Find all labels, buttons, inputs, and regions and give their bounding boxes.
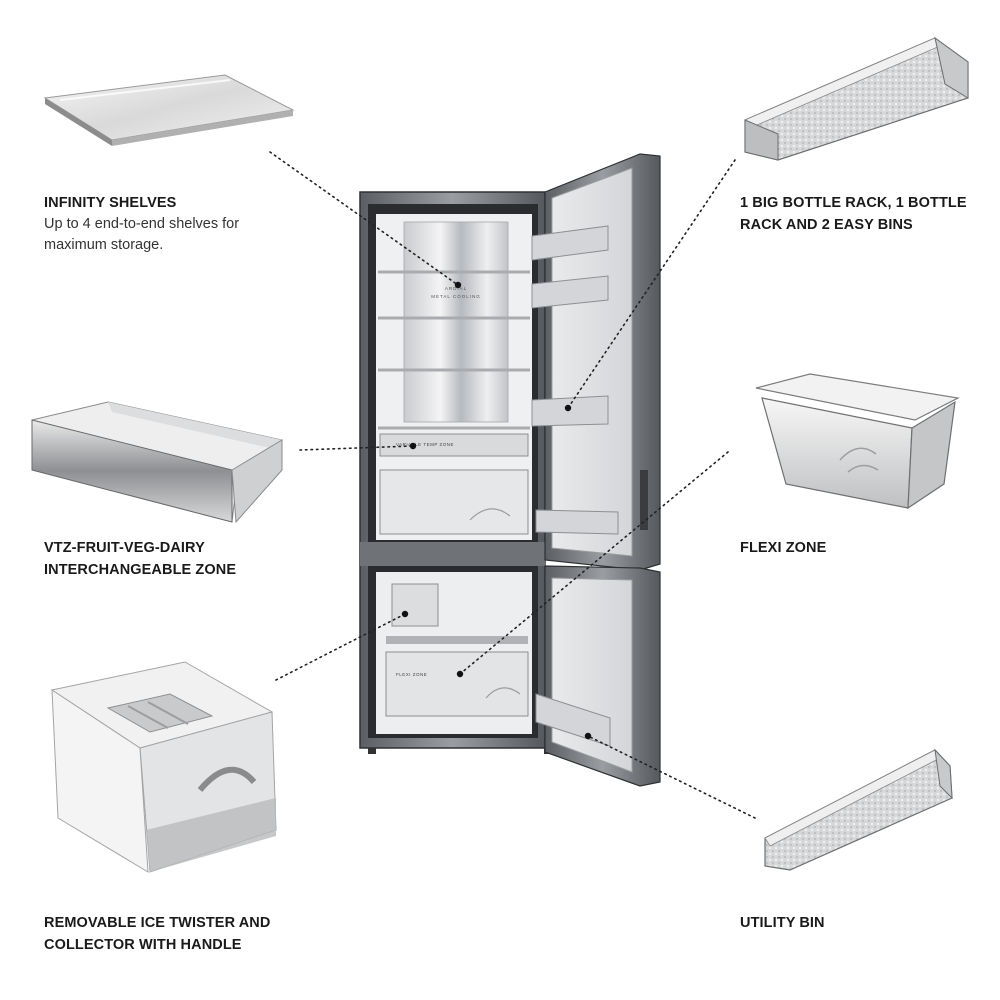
bottle-rack-illustration (744, 36, 969, 161)
vtz-drawer-text: VARIABLE TEMP ZONE (396, 442, 454, 447)
utility-line-1: UTILITY BIN (740, 915, 825, 931)
label-infinity-shelves: INFINITY SHELVES Up to 4 end-to-end shel… (44, 192, 304, 256)
flexi-drawer-text: FLEXI ZONE (396, 672, 427, 677)
label-bottle-rack: 1 BIG BOTTLE RACK, 1 BOTTLE RACK AND 2 E… (740, 192, 980, 236)
ice-twister-illustration (50, 661, 277, 873)
flexi-line-1: FLEXI ZONE (740, 540, 827, 556)
interior-shelves (378, 270, 530, 430)
bottle-line-1: 1 BIG BOTTLE RACK, 1 BOTTLE (740, 195, 967, 211)
glass-shelf-illustration (43, 74, 295, 146)
infinity-title: INFINITY SHELVES (44, 195, 177, 211)
infinity-desc-1: Up to 4 end-to-end shelves for (44, 216, 240, 232)
label-vtz-zone: VTZ-FRUIT-VEG-DAIRY INTERCHANGEABLE ZONE (44, 537, 304, 581)
leader-dots (401, 281, 592, 740)
vtz-line-2: INTERCHANGEABLE ZONE (44, 562, 237, 578)
leader-bottle (567, 159, 736, 409)
leader-vtz (299, 445, 414, 451)
label-utility-bin: UTILITY BIN (740, 912, 940, 934)
infinity-desc-2: maximum storage. (44, 237, 164, 253)
utility-bin-illustration (764, 748, 953, 871)
label-flexi-zone: FLEXI ZONE (740, 537, 940, 559)
flexi-bin-illustration (755, 373, 960, 510)
label-ice-twister: REMOVABLE ICE TWISTER AND COLLECTOR WITH… (44, 912, 304, 956)
vtz-drawer-illustration (31, 401, 283, 524)
leader-infinity (269, 151, 459, 286)
door-bins (531, 225, 619, 535)
vtz-line-1: VTZ-FRUIT-VEG-DAIRY (44, 540, 205, 556)
leader-utility (587, 735, 756, 819)
leader-ice (275, 613, 406, 681)
refrigerator-illustration: ARDIAL METAL COOLING VARIABLE TEMP ZONE … (359, 153, 661, 787)
ice-line-1: REMOVABLE ICE TWISTER AND (44, 915, 271, 931)
cooling-panel-text-1: ARDIAL (445, 286, 467, 291)
leader-lines (269, 151, 756, 819)
cooling-panel-text-2: METAL COOLING (431, 294, 481, 299)
ice-line-2: COLLECTOR WITH HANDLE (44, 937, 242, 953)
bottle-line-2: RACK AND 2 EASY BINS (740, 217, 913, 233)
